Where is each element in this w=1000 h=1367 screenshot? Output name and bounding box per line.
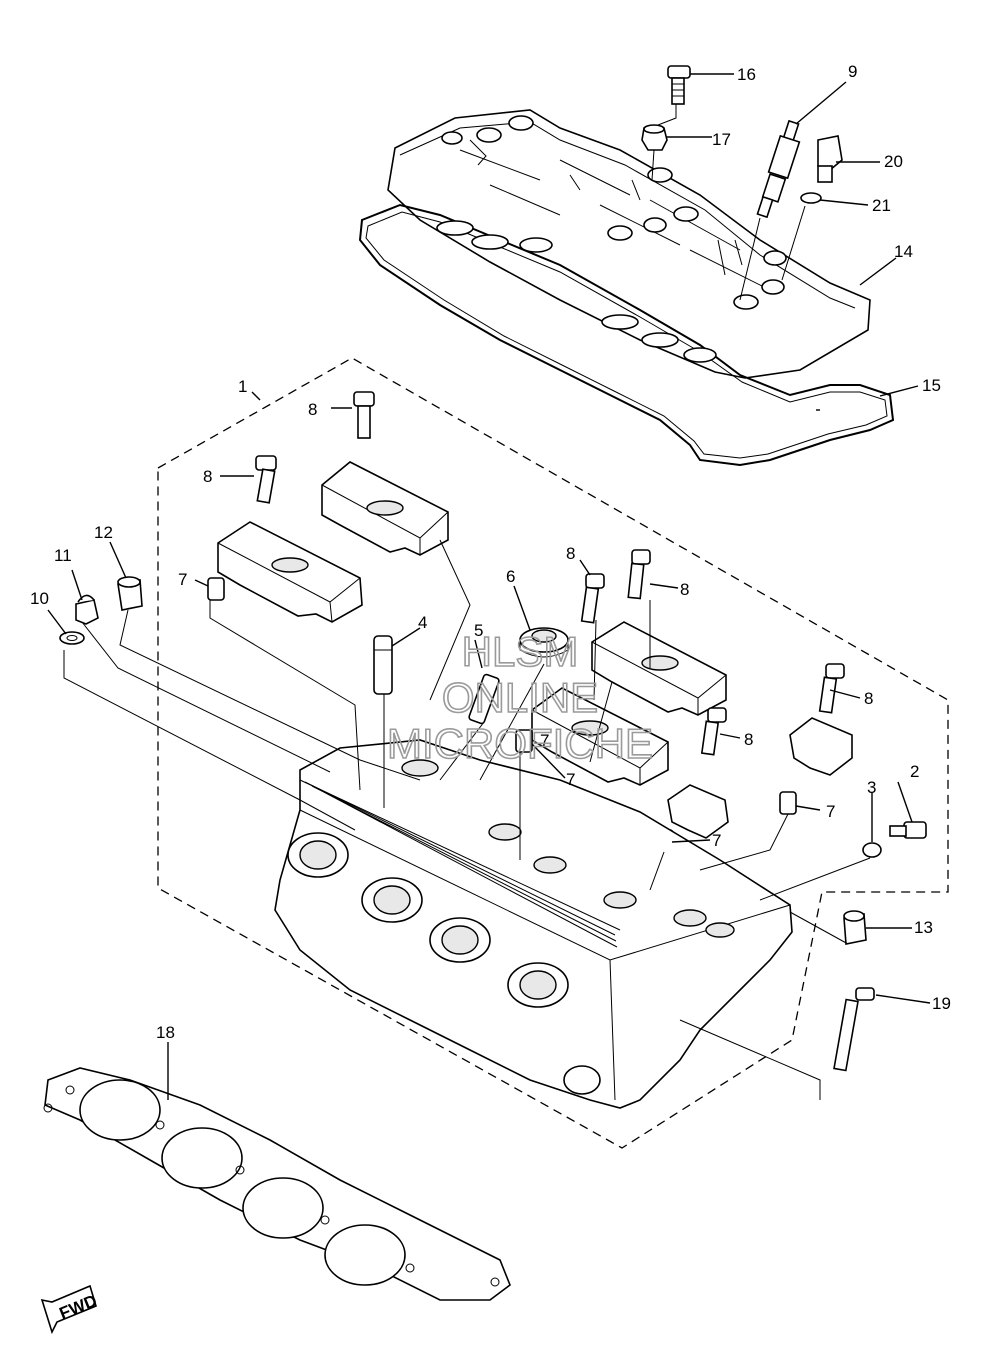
watermark-line3: MICROFICHE xyxy=(387,720,653,767)
washer-10 xyxy=(59,631,85,645)
fwd-arrow-icon: FWD xyxy=(40,1284,100,1335)
grommet-17 xyxy=(641,124,668,151)
watermark-line1: HLSM xyxy=(462,628,579,675)
callout-7a: 7 xyxy=(178,570,187,589)
callout-1: 1 xyxy=(238,377,247,396)
callout-numbers: 1 2 3 4 5 6 7 7 7 7 7 8 8 8 8 8 8 8 9 10… xyxy=(30,62,951,1042)
callout-11: 11 xyxy=(54,546,72,565)
camshaft-cap-upper xyxy=(321,461,449,556)
sleeve-13 xyxy=(843,910,867,945)
callout-7d: 7 xyxy=(826,802,835,821)
camshaft-cap-single-a xyxy=(667,784,729,839)
callout-20: 20 xyxy=(884,152,903,171)
camshaft-cap-middle xyxy=(531,687,669,786)
camshaft-cap-right-upper xyxy=(591,621,727,716)
callout-8b: 8 xyxy=(203,467,212,486)
valve-guide-4 xyxy=(373,635,393,695)
callout-16: 16 xyxy=(737,65,756,84)
callout-19: 19 xyxy=(932,994,951,1013)
callout-18: 18 xyxy=(156,1023,175,1042)
plug-seal-6 xyxy=(519,627,569,658)
callout-13: 13 xyxy=(914,918,933,937)
cap-bolts xyxy=(255,391,845,756)
callout-10: 10 xyxy=(30,589,49,608)
cap-nut-11 xyxy=(75,594,99,625)
plug-bolt-2 xyxy=(889,821,927,839)
fwd-label: FWD xyxy=(57,1291,100,1323)
assembly-boundary xyxy=(157,357,949,1149)
watermark: HLSM ONLINE MICROFICHE xyxy=(386,627,654,768)
callout-17: 17 xyxy=(712,130,731,149)
callout-8d: 8 xyxy=(680,580,689,599)
stud-bolt-19 xyxy=(833,987,875,1072)
leader-lines xyxy=(47,73,931,1100)
sleeve-12 xyxy=(117,576,143,611)
callout-21: 21 xyxy=(872,196,891,215)
o-ring-21 xyxy=(800,192,822,204)
cylinder-head-body xyxy=(274,739,793,1109)
cylinder-head-cover xyxy=(387,109,871,379)
callout-2: 2 xyxy=(910,762,919,781)
watermark-line2: ONLINE xyxy=(442,674,598,721)
callout-12: 12 xyxy=(94,523,113,542)
cam-sensor xyxy=(817,135,843,183)
callout-8e: 8 xyxy=(864,689,873,708)
spark-plug xyxy=(756,119,801,219)
cover-gasket xyxy=(358,203,895,467)
callout-7e: 7 xyxy=(540,731,549,750)
callout-9: 9 xyxy=(848,62,857,81)
callout-3: 3 xyxy=(867,778,876,797)
callout-8f: 8 xyxy=(744,730,753,749)
head-gasket xyxy=(43,1067,511,1301)
valve-guide-5 xyxy=(468,673,500,725)
callout-7b: 7 xyxy=(566,770,575,789)
callout-8a: 8 xyxy=(308,400,317,419)
callout-5: 5 xyxy=(474,621,483,640)
callout-7c: 7 xyxy=(712,831,721,850)
callout-15: 15 xyxy=(922,376,941,395)
camshaft-cap-single-b xyxy=(789,717,853,776)
callout-6: 6 xyxy=(506,567,515,586)
camshaft-cap-left xyxy=(217,521,363,623)
callout-4: 4 xyxy=(418,613,427,632)
callout-8c: 8 xyxy=(566,544,575,563)
bolt-16 xyxy=(667,65,691,105)
callout-14: 14 xyxy=(894,242,913,261)
gasket-washer-3 xyxy=(862,842,882,858)
